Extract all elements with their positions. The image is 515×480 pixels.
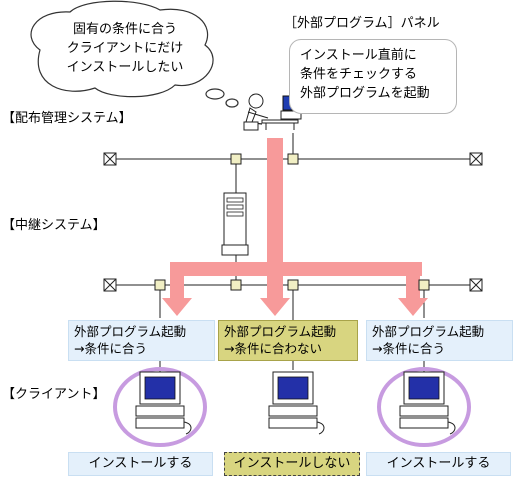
condition-result: →条件に合う bbox=[74, 341, 147, 356]
condition-line: 外部プログラム起動 bbox=[74, 324, 187, 339]
client-condition-box-2: 外部プログラム起動 →条件に合わない bbox=[218, 320, 358, 361]
panel-line: 条件をチェックする bbox=[300, 67, 418, 82]
thought-cloud bbox=[30, 0, 239, 108]
client-pc-icon-2 bbox=[268, 371, 325, 435]
client-result-3: インストールする bbox=[366, 452, 511, 476]
panel-line: 外部プログラムを起動 bbox=[300, 86, 430, 101]
condition-line: 外部プログラム起動 bbox=[372, 324, 485, 339]
client-condition-box-3: 外部プログラム起動 →条件に合う bbox=[366, 320, 513, 361]
client-result-1: インストールする bbox=[68, 452, 213, 476]
cloud-line: クライアントにだけ bbox=[66, 41, 184, 56]
network-terminators bbox=[103, 152, 483, 292]
panel-title: ［外部プログラム］パネル bbox=[284, 16, 440, 31]
client-result-2: インストールしない bbox=[224, 452, 360, 476]
match-circle-left bbox=[113, 367, 207, 447]
cloud-line: 固有の条件に合う bbox=[72, 22, 177, 37]
panel-line: インストール直前に bbox=[300, 48, 417, 63]
panel-description: インストール直前に 条件をチェックする 外部プログラムを起動 bbox=[289, 39, 457, 114]
condition-line: 外部プログラム起動 bbox=[224, 324, 337, 339]
network-nodes bbox=[154, 153, 430, 291]
cloud-line: インストールしたい bbox=[66, 60, 184, 75]
section-distribution-label: 【配布管理システム】 bbox=[2, 111, 132, 126]
condition-result: →条件に合わない bbox=[224, 341, 322, 356]
distribution-arrows bbox=[162, 138, 428, 316]
client-condition-box-1: 外部プログラム起動 →条件に合う bbox=[68, 320, 215, 361]
section-client-label: 【クライアント】 bbox=[2, 387, 106, 402]
client-pc-icon-3 bbox=[399, 371, 456, 435]
condition-result: →条件に合う bbox=[372, 341, 445, 356]
thought-cloud-text: 固有の条件に合う クライアントにだけ インストールしたい bbox=[50, 20, 200, 77]
section-relay-label: 【中継システム】 bbox=[2, 218, 106, 233]
client-pc-icon-1 bbox=[135, 371, 192, 435]
match-circle-right bbox=[377, 367, 471, 447]
